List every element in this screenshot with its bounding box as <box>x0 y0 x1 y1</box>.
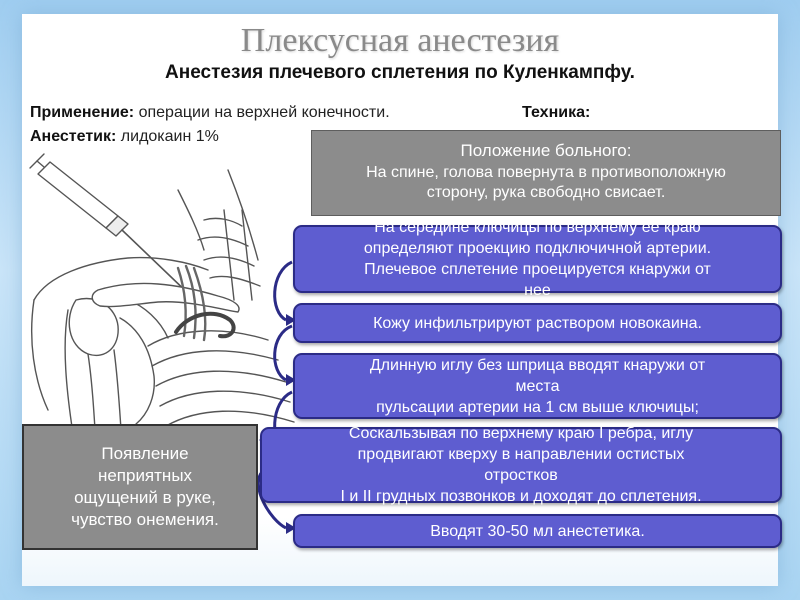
application-label: Применение: <box>30 104 135 121</box>
technique-step-1: На середине ключицы по верхнему ее краю … <box>293 219 782 299</box>
warning-text-line: Появление <box>101 444 189 463</box>
warning-text-line: ощущений в руке, <box>74 488 216 507</box>
patient-position-box: Положение больного: На спине, голова пов… <box>311 130 781 216</box>
step-text-line: нее <box>524 282 551 299</box>
application-info: Применение: операции на верхней конечнос… <box>30 104 390 122</box>
syringe-icon <box>29 153 194 299</box>
technique-step-5: Вводят 30-50 мл анестетика. <box>293 514 782 548</box>
technique-step-2: Кожу инфильтрируют раствором новокаина. <box>293 303 782 343</box>
technique-step-3: Длинную иглу без шприца вводят кнаружи о… <box>293 353 782 419</box>
warning-text-line: чувство онемения. <box>71 510 219 529</box>
step-text-line: Соскальзывая по верхнему краю I ребра, и… <box>348 425 694 442</box>
shoulder-needle-illustration <box>29 153 295 447</box>
step-text-line: Длинную иглу без шприца вводят кнаружи о… <box>369 356 706 374</box>
step-text-line: На середине ключицы по верхнему ее краю <box>374 219 701 236</box>
step-text-line: пульсации артерии на 1 см выше ключицы; <box>376 398 699 416</box>
anesthetic-value: лидокаин 1% <box>120 128 219 145</box>
patient-position-header: Положение больного: <box>460 141 632 160</box>
step-text-line: Кожу инфильтрируют раствором новокаина. <box>373 314 702 332</box>
anesthetic-label: Анестетик: <box>30 128 117 145</box>
step-text-line: места <box>515 377 560 395</box>
patient-position-line2: сторону, рука свободно свисает. <box>426 184 666 201</box>
step-text-line: отростков <box>484 467 558 484</box>
slide-subtitle: Анестезия плечевого сплетения по Куленка… <box>165 62 635 83</box>
warning-text-line: неприятных <box>97 466 193 485</box>
technique-label: Техника: <box>522 104 591 121</box>
anesthetic-info: Анестетик: лидокаин 1% <box>30 128 219 146</box>
technique-step-4: Соскальзывая по верхнему краю I ребра, и… <box>260 425 782 505</box>
slide-title: Плексусная анестезия <box>240 22 560 59</box>
sensation-warning-box: Появление неприятных ощущений в руке, чу… <box>22 424 258 550</box>
step-text-line: определяют проекцию подключичной артерии… <box>363 240 712 257</box>
patient-position-line1: На спине, голова повернута в противополо… <box>366 164 726 181</box>
step-text-line: Вводят 30-50 мл анестетика. <box>430 522 645 540</box>
step-text-line: Плечевое сплетение проецируется кнаружи … <box>364 261 711 278</box>
step-text-line: продвигают кверху в направлении остистых <box>357 446 685 463</box>
step-text-line: I и II грудных позвонков и доходят до сп… <box>340 488 702 505</box>
application-value: операции на верхней конечности. <box>138 104 390 121</box>
